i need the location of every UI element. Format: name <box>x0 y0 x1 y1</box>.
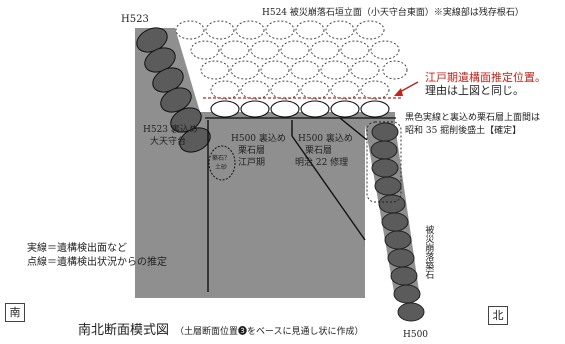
north-marker: 北 <box>488 306 508 325</box>
h500-backfill-mass <box>208 112 395 298</box>
h523-top-label: H523 <box>121 14 149 25</box>
boundary-right <box>339 117 368 141</box>
h500-meiji-label-1: H500 裏込め <box>298 134 353 144</box>
h500-meiji-label-3: 明治 22 修理 <box>295 158 349 168</box>
black-line-note-2: 昭和 35 掘削後盛土【確定】 <box>405 126 522 136</box>
remaining-base-stones <box>210 100 390 118</box>
h500-edo-label-1: H500 裏込め <box>231 134 286 144</box>
diagram-caption-note: （土層断面位置❸をベースに見通し状に作成） <box>175 327 364 337</box>
black-line-note-1: 黒色実線と裏込め栗石層上面間は <box>405 113 541 123</box>
edo-note-line-1: 江戸期遺構面推定位置。 <box>425 71 546 84</box>
south-marker: 南 <box>5 303 25 322</box>
h524-dashed-stones <box>175 20 408 100</box>
collapse-vertical-label: 被災崩落築石 <box>423 225 434 279</box>
h500-meiji-label-2: 栗石層 <box>305 146 333 156</box>
h523-stone-column <box>136 27 211 153</box>
h500-edo-label-3: 江戸期 <box>238 158 266 168</box>
small-stone-label-2: 土砂 <box>215 164 228 171</box>
h524-title: H524 被災崩落石垣立面（小天守台東面）※実線部は残存根石） <box>262 8 524 18</box>
edo-arrow-head <box>394 88 403 96</box>
collapse-dashed-outline <box>366 121 402 203</box>
collapsed-stone-column <box>370 122 425 322</box>
h523-backfill-label-1: H523 裏込め <box>143 125 198 135</box>
h523-backfill-label-2: 大天守台 <box>150 137 187 147</box>
boundary-meiji <box>291 135 366 241</box>
h500-bottom-label: H500 <box>403 330 429 340</box>
small-stone-circle <box>208 145 236 181</box>
edo-note-line-2: 理由は上図と同じ。 <box>425 84 524 97</box>
legend-solid: 実線＝遺構検出面など <box>27 243 127 254</box>
diagram-caption: 南北断面模式図 <box>78 323 170 338</box>
legend-dotted: 点線＝遺構検出状況からの推定 <box>27 257 167 268</box>
h500-edo-label-2: 栗石層 <box>238 146 266 156</box>
small-stone-label-1: 築石？ <box>212 155 231 162</box>
